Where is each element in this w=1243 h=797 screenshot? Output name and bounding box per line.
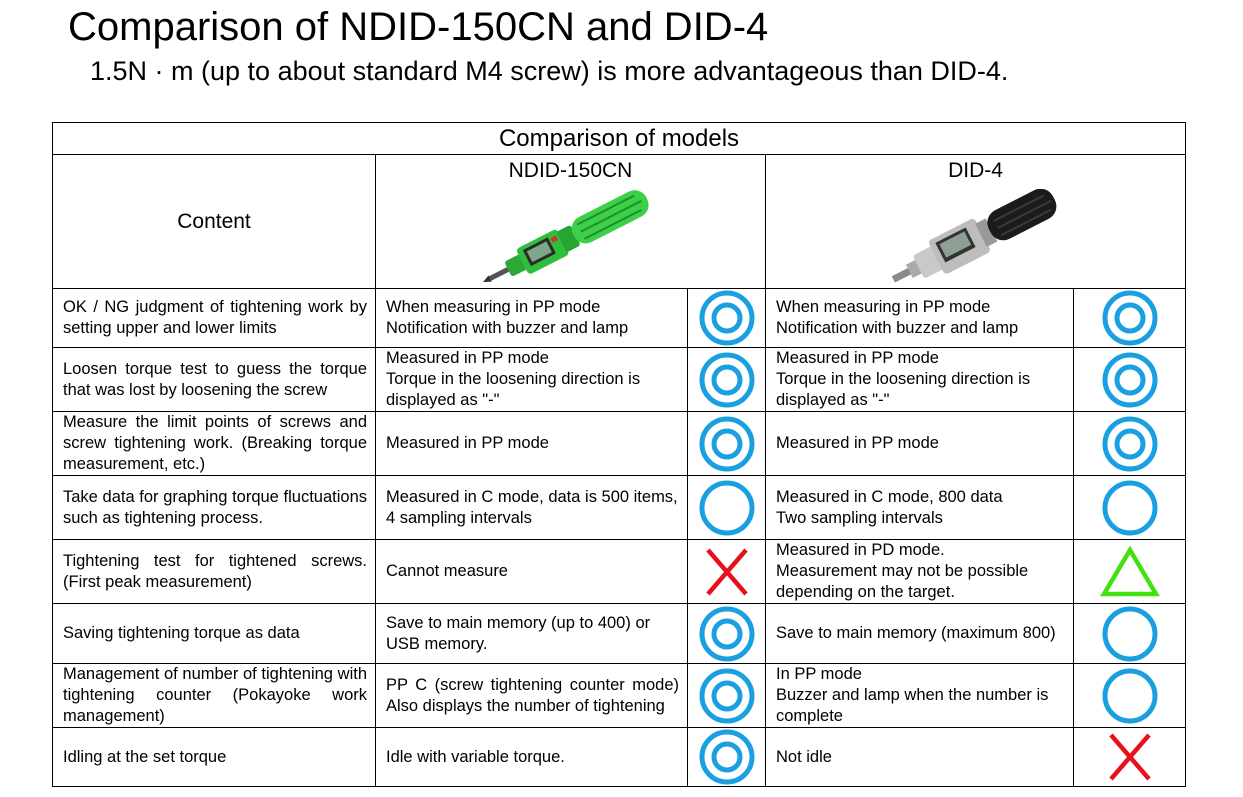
table-row: Measure the limit points of screws and s… xyxy=(52,411,1187,476)
model-header-ndid: NDID-150CN xyxy=(375,154,766,289)
double-circle-icon xyxy=(1072,288,1187,348)
ndid-cell: Idle with variable torque. xyxy=(375,727,688,787)
did-cell: Not idle xyxy=(765,727,1074,787)
circle-icon xyxy=(1072,663,1187,728)
row-content: Take data for graphing torque fluctuatio… xyxy=(52,475,376,540)
did-cell: When measuring in PP mode Notification w… xyxy=(765,288,1074,348)
ndid-cell: Measured in PP mode xyxy=(375,411,688,476)
ndid-cell: Measured in C mode, data is 500 items, 4… xyxy=(375,475,688,540)
page-subtitle: 1.5N · m (up to about standard M4 screw)… xyxy=(90,56,1009,86)
double-circle-icon xyxy=(1072,411,1187,476)
page-title: Comparison of NDID-150CN and DID-4 xyxy=(68,5,769,49)
content-header: Content xyxy=(52,154,376,289)
table-row: Take data for graphing torque fluctuatio… xyxy=(52,475,1187,540)
double-circle-icon xyxy=(687,663,766,728)
green-torque-screwdriver-image xyxy=(482,190,649,283)
row-content: Measure the limit points of screws and s… xyxy=(52,411,376,476)
black-torque-driver-image xyxy=(891,189,1056,283)
table-row: Management of number of tightening with … xyxy=(52,663,1187,728)
did-cell: Measured in C mode, 800 data Two samplin… xyxy=(765,475,1074,540)
row-content: Loosen torque test to guess the torque t… xyxy=(52,347,376,412)
circle-icon xyxy=(1072,603,1187,664)
double-circle-icon xyxy=(1072,347,1187,412)
table-row: Idling at the set torque Idle with varia… xyxy=(52,727,1187,787)
did-cell: Measured in PP mode xyxy=(765,411,1074,476)
table-row: Loosen torque test to guess the torque t… xyxy=(52,347,1187,412)
row-content: Idling at the set torque xyxy=(52,727,376,787)
double-circle-icon xyxy=(687,603,766,664)
did-cell: Measured in PD mode. Measurement may not… xyxy=(765,539,1074,604)
did-cell: Measured in PP mode Torque in the loosen… xyxy=(765,347,1074,412)
double-circle-icon xyxy=(687,347,766,412)
table-row: Saving tightening torque as data Save to… xyxy=(52,603,1187,664)
double-circle-icon xyxy=(687,411,766,476)
double-circle-icon xyxy=(687,288,766,348)
model-header-did: DID-4 xyxy=(764,154,1187,289)
double-circle-icon xyxy=(687,727,766,787)
table-row: OK / NG judgment of tightening work by s… xyxy=(52,288,1187,348)
row-content: Tightening test for tightened screws. (F… xyxy=(52,539,376,604)
model-name-ndid: NDID-150CN xyxy=(508,159,633,182)
did-cell: Save to main memory (maximum 800) xyxy=(765,603,1074,664)
row-content: Saving tightening torque as data xyxy=(52,603,376,664)
ndid-cell: Save to main memory (up to 400) or USB m… xyxy=(375,603,688,664)
row-content: OK / NG judgment of tightening work by s… xyxy=(52,288,376,348)
cross-icon xyxy=(1072,727,1187,787)
circle-icon xyxy=(1072,475,1187,540)
did-cell: In PP mode Buzzer and lamp when the numb… xyxy=(765,663,1074,728)
table-row: Tightening test for tightened screws. (F… xyxy=(52,539,1187,604)
ndid-cell: When measuring in PP mode Notification w… xyxy=(375,288,688,348)
table-caption: Comparison of models xyxy=(51,122,1187,155)
circle-icon xyxy=(687,475,766,540)
triangle-icon xyxy=(1072,539,1187,604)
ndid-cell: PP C (screw tightening counter mode) Als… xyxy=(375,663,688,728)
ndid-cell: Cannot measure xyxy=(375,539,688,604)
ndid-cell: Measured in PP mode Torque in the loosen… xyxy=(375,347,688,412)
row-content: Management of number of tightening with … xyxy=(52,663,376,728)
cross-icon xyxy=(687,539,766,604)
model-name-did: DID-4 xyxy=(948,159,1003,182)
comparison-table: Comparison of models Content NDID-150CN xyxy=(51,122,1187,787)
